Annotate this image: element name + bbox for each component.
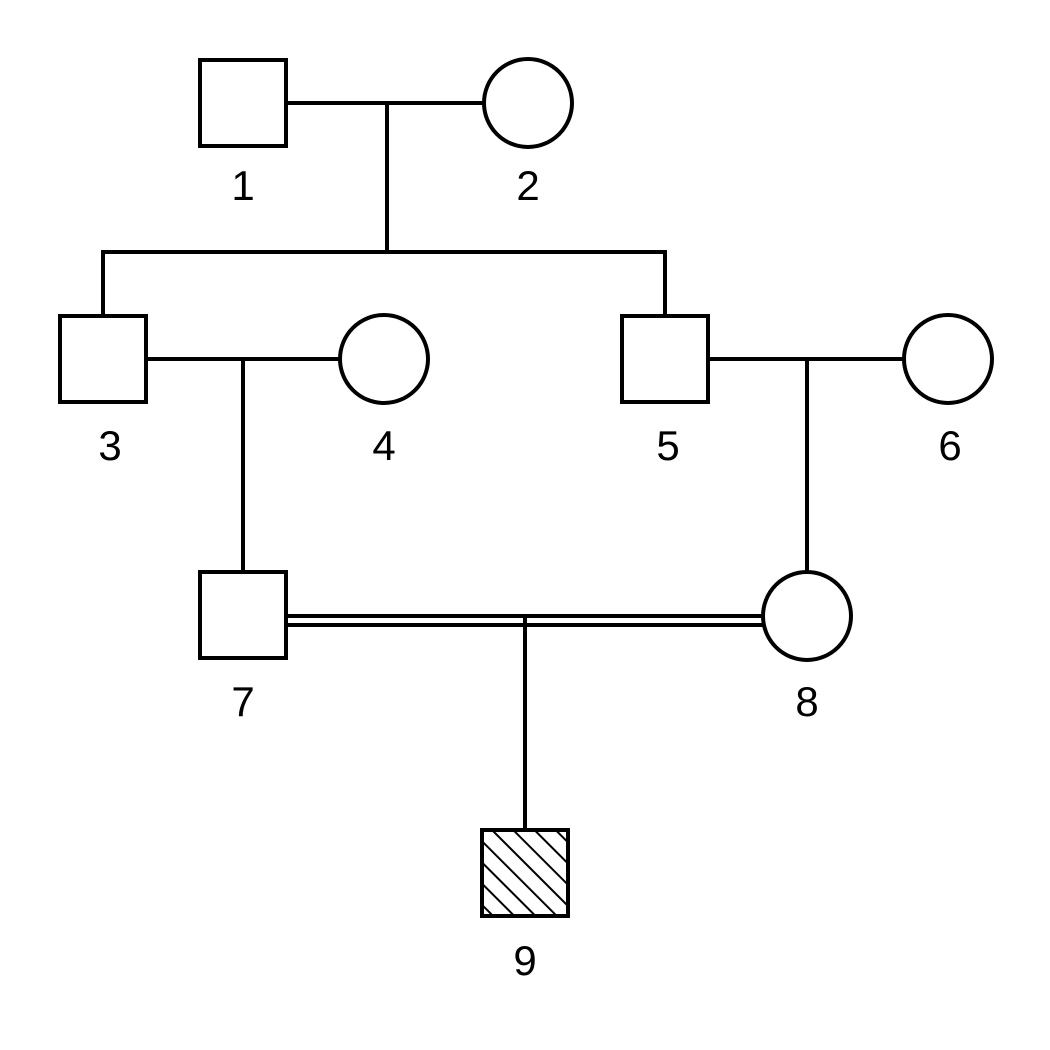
individual-8-circle-female[interactable] (761, 570, 853, 662)
individual-4-circle-female[interactable] (338, 313, 430, 405)
individual-6-label: 6 (938, 422, 961, 469)
mating-group-3-4 (146, 357, 340, 574)
individual-3-label: 3 (98, 422, 121, 469)
individual-2-circle-female[interactable] (482, 57, 574, 149)
mating-group-1-2 (286, 101, 484, 252)
individual-8-label: 8 (795, 678, 818, 725)
individual-9-label: 9 (513, 937, 536, 984)
individual-1-square-male[interactable] (198, 58, 288, 148)
individual-5-square-male[interactable] (620, 314, 710, 404)
sibship-gen2 (101, 250, 667, 318)
individual-4-label: 4 (372, 422, 395, 469)
mating-group-5-6 (708, 357, 904, 574)
individual-1-label: 1 (231, 162, 254, 209)
individual-9-square-male-affected[interactable] (480, 828, 570, 918)
individual-5-label: 5 (656, 422, 679, 469)
individual-7-label: 7 (231, 678, 254, 725)
individual-7-square-male[interactable] (198, 570, 288, 660)
individual-3-square-male[interactable] (58, 314, 148, 404)
individual-2-label: 2 (516, 162, 539, 209)
individual-6-circle-female[interactable] (902, 313, 994, 405)
mating-group-7-8-consanguineous (286, 614, 765, 832)
